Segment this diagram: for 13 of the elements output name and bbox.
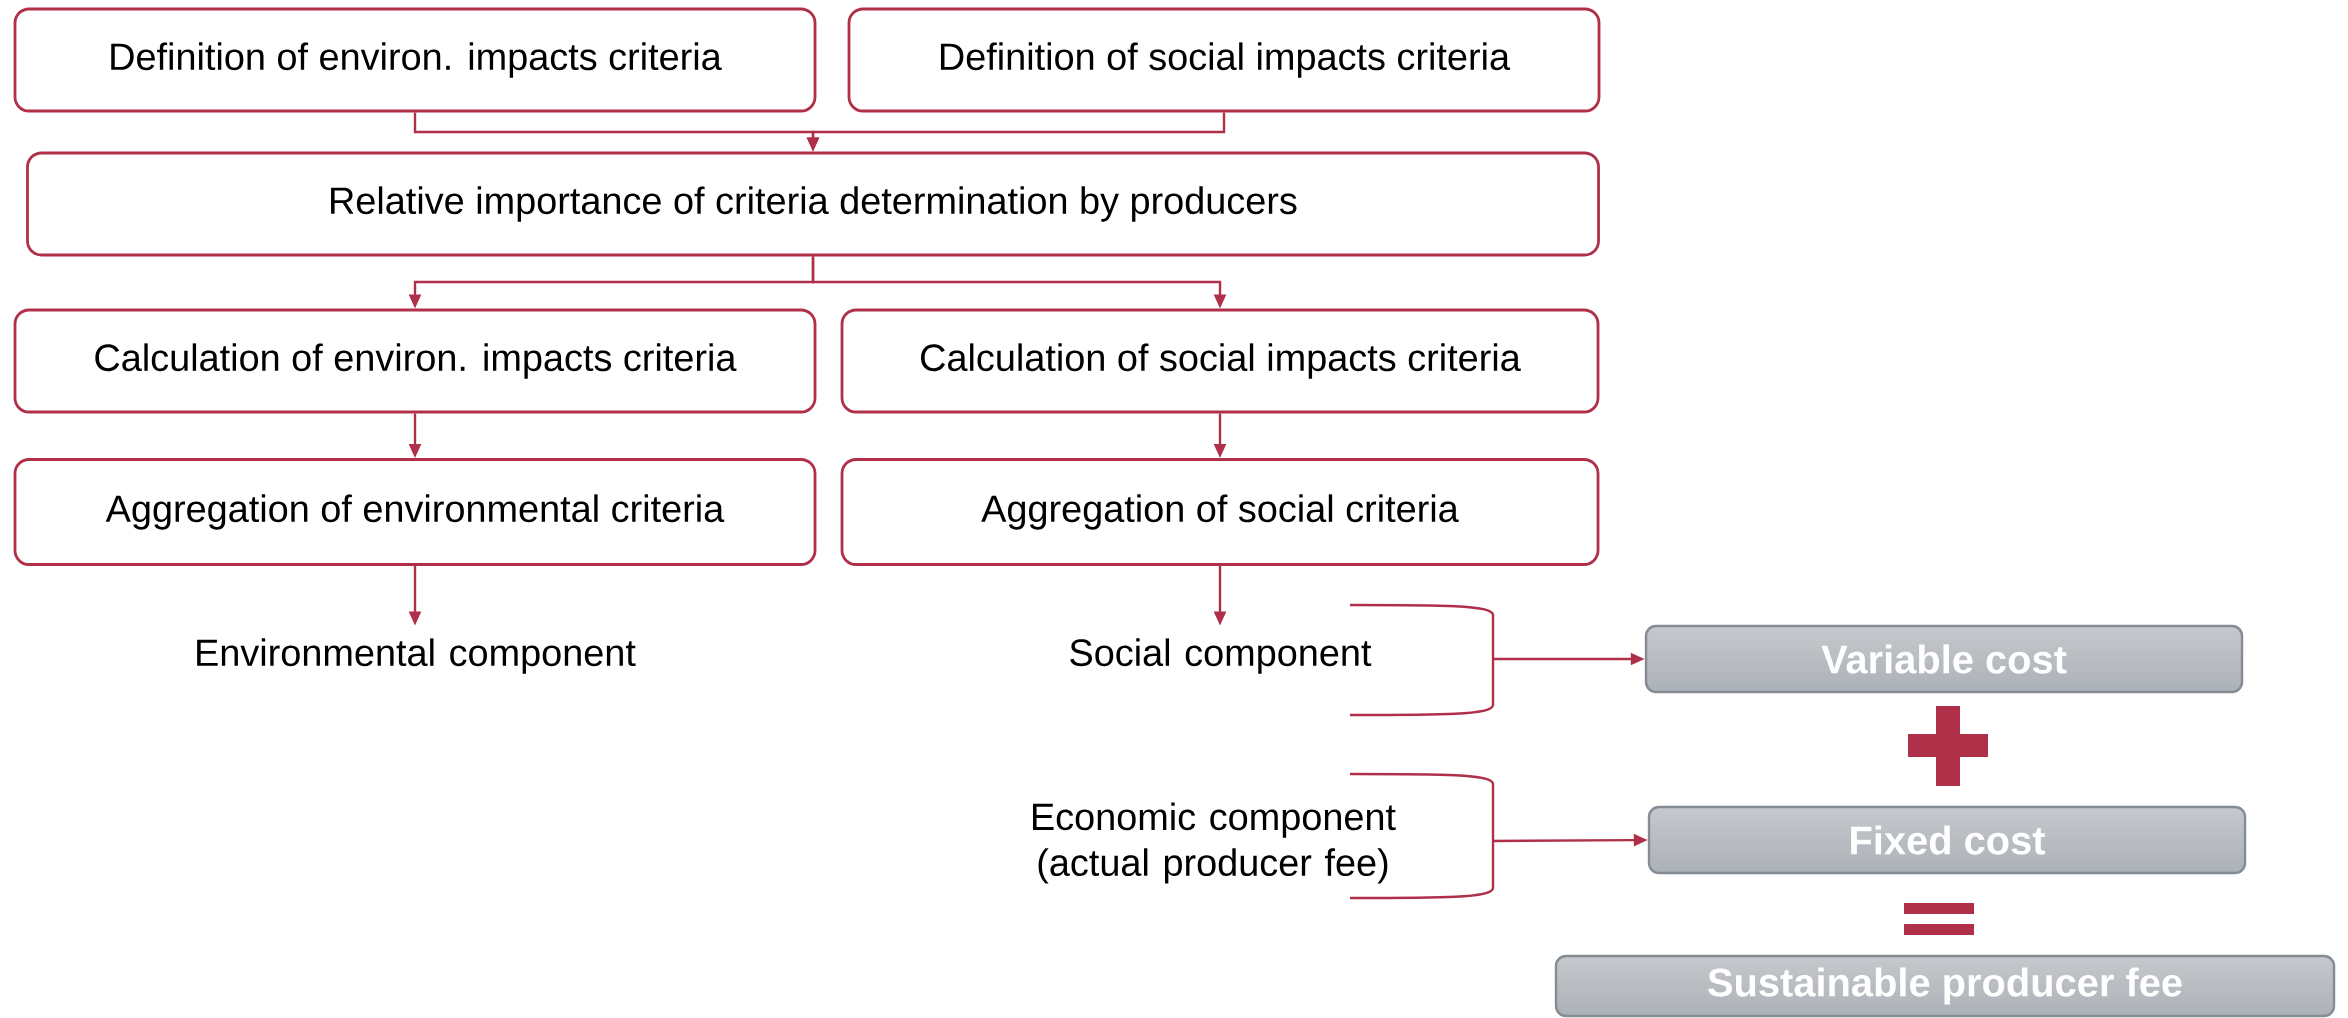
cost-box: Sustainable producer fee <box>1554 954 2336 1018</box>
process-box: Calculation of social impacts criteria <box>840 308 1600 414</box>
process-box: Definition of environ. impacts criteria <box>13 7 817 113</box>
process-box: Relative importance of criteria determination by producers <box>26 151 1600 257</box>
component-label: Social component <box>1070 638 1372 674</box>
process-box: Aggregation of social criteria <box>840 458 1600 566</box>
component-label: Economic component (actual producer fee) <box>1033 802 1396 884</box>
process-box: Definition of social impacts criteria <box>847 7 1601 113</box>
process-box: Aggregation of environmental criteria <box>13 458 817 566</box>
component-label: Environmental component <box>197 638 636 674</box>
cost-box: Fixed cost <box>1647 805 2247 875</box>
cost-box: Variable cost <box>1644 624 2244 694</box>
process-box: Calculation of environ. impacts criteria <box>13 308 817 414</box>
